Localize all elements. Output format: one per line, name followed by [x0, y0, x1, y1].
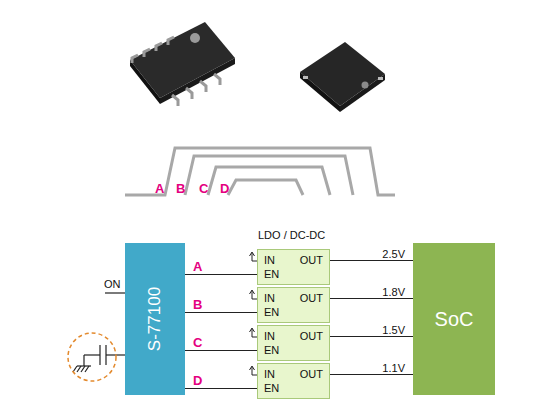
signal-wire	[330, 374, 413, 375]
timing-diagram	[125, 148, 395, 195]
node-text: EN	[264, 306, 279, 318]
timing-label: D	[220, 181, 229, 196]
signal-wire	[330, 260, 413, 261]
node-text: SoC	[435, 308, 474, 331]
voltage-label: 1.1V	[382, 362, 405, 374]
signal-wire	[185, 274, 257, 275]
dfn-chip	[300, 42, 385, 112]
node-text: OUT	[300, 330, 323, 342]
tssop-chip	[130, 22, 235, 106]
node-text: IN	[264, 368, 275, 380]
dashed-highlight	[68, 333, 116, 381]
signal-wire	[330, 298, 413, 299]
signal-name: B	[193, 297, 202, 312]
block-caption: LDO / DC-DC	[258, 229, 325, 241]
timing-label: B	[176, 181, 185, 196]
supply-arrows	[250, 252, 258, 375]
timing-label: C	[199, 181, 208, 196]
node-text: IN	[264, 254, 275, 266]
voltage-label: 1.5V	[382, 324, 405, 336]
voltage-label: 1.8V	[382, 286, 405, 298]
node-text: EN	[264, 268, 279, 280]
regulator-box: IN OUT EN	[257, 249, 330, 285]
soc-block: SoC	[413, 243, 495, 395]
signal-name: C	[193, 335, 202, 350]
pin-name: ON	[104, 278, 121, 290]
node-text: EN	[264, 382, 279, 394]
on-wire	[105, 292, 125, 293]
node-text: S-77100	[145, 287, 165, 351]
node-text: IN	[264, 292, 275, 304]
signal-wire	[185, 350, 257, 351]
signal-wire	[185, 388, 257, 389]
voltage-label: 2.5V	[382, 248, 405, 260]
signal-name: A	[193, 259, 202, 274]
ic-block: S-77100	[125, 243, 185, 395]
capacitor-symbol	[73, 345, 125, 372]
node-text: IN	[264, 330, 275, 342]
timing-label: A	[155, 181, 164, 196]
regulator-box: IN OUT EN	[257, 325, 330, 361]
node-text: EN	[264, 344, 279, 356]
regulator-box: IN OUT EN	[257, 287, 330, 323]
node-text: OUT	[300, 368, 323, 380]
signal-name: D	[193, 373, 202, 388]
node-text: OUT	[300, 254, 323, 266]
node-text: OUT	[300, 292, 323, 304]
regulator-box: IN OUT EN	[257, 363, 330, 399]
signal-wire	[330, 336, 413, 337]
signal-wire	[185, 312, 257, 313]
